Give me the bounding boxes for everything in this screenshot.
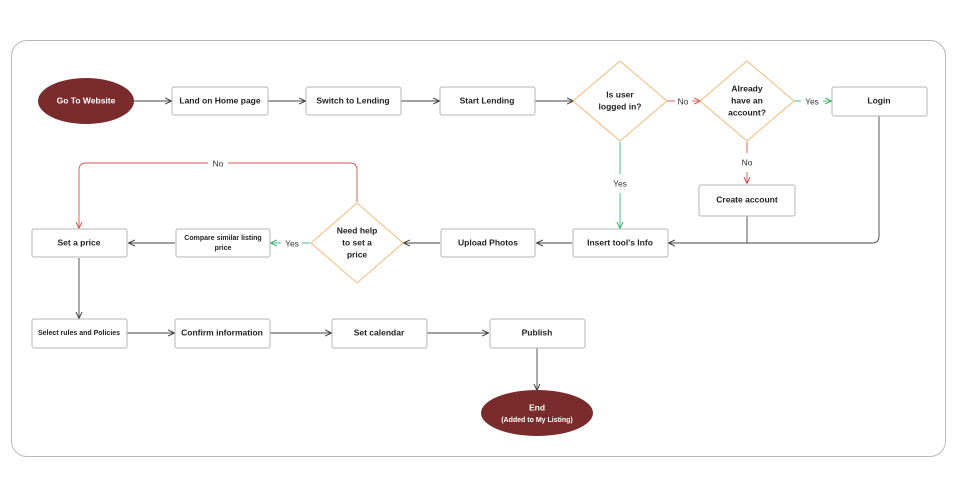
edge-needhelp-no-a [228, 162, 358, 202]
node-set-calendar-label: Set calendar [354, 327, 405, 337]
node-is-logged-in-line2: logged in? [599, 101, 642, 111]
node-login-label: Login [867, 95, 890, 105]
node-is-logged-in-line1: Is user [606, 89, 634, 99]
node-already-account-line3: account? [728, 107, 766, 117]
node-compare-similar: Compare similar listing price [175, 228, 271, 258]
node-already-account: Already have an account? [699, 60, 795, 142]
node-land-home: Land on Home page [171, 86, 269, 116]
node-start-lending: Start Lending [439, 86, 536, 116]
node-publish-label: Publish [522, 327, 553, 337]
node-switch-lending: Switch to Lending [305, 86, 402, 116]
node-go-to-website-label: Go To Website [57, 95, 116, 105]
label-no-need-help: No [213, 158, 224, 168]
node-compare-similar-line2: price [215, 245, 232, 252]
node-end-line2: (Added to My Listing) [501, 417, 573, 424]
node-login: Login [831, 86, 928, 117]
node-need-help-line3: price [347, 249, 368, 259]
terminal-end-shape [481, 390, 593, 436]
node-set-calendar: Set calendar [331, 318, 428, 349]
node-compare-similar-line1: Compare similar listing [184, 235, 261, 242]
node-upload-photos-label: Upload Photos [458, 237, 518, 247]
node-create-account-label: Create account [716, 194, 778, 204]
node-insert-info-label: Insert tool's Info [587, 237, 653, 247]
label-no-logged-in: No [678, 96, 689, 106]
terminal-start-shape [38, 78, 134, 124]
label-yes-account: Yes [805, 96, 819, 106]
node-already-account-line1: Already [731, 83, 762, 93]
label-yes-need-help: Yes [285, 238, 299, 248]
node-set-price-label: Set a price [58, 237, 101, 247]
node-set-price: Set a price [31, 228, 128, 258]
node-need-help-line1: Need help [337, 225, 378, 235]
node-need-help: Need help to set a price [310, 202, 404, 284]
node-select-rules-label: Select rules and Policies [38, 330, 120, 337]
node-already-account-line2: have an [731, 95, 763, 105]
edge-labels: No Yes No Yes Yes No [213, 96, 819, 248]
label-yes-logged-in: Yes [613, 178, 627, 188]
node-insert-info: Insert tool's Info [572, 228, 669, 258]
node-need-help-line2: to set a [342, 237, 372, 247]
node-go-to-website: Go To Website [38, 78, 134, 124]
node-land-home-label: Land on Home page [179, 95, 261, 105]
node-upload-photos: Upload Photos [440, 228, 536, 258]
node-is-logged-in: Is user logged in? [572, 60, 668, 142]
node-select-rules: Select rules and Policies [31, 318, 128, 349]
label-no-account: No [742, 157, 753, 167]
node-publish: Publish [489, 318, 586, 349]
edge-login-insert [669, 116, 880, 243]
node-switch-lending-label: Switch to Lending [316, 95, 389, 105]
node-start-lending-label: Start Lending [460, 95, 515, 105]
node-end: End (Added to My Listing) [481, 390, 593, 436]
node-end-line1: End [529, 402, 545, 412]
node-create-account: Create account [698, 184, 796, 217]
edge-needhelp-no-b [79, 162, 208, 228]
node-confirm-info-label: Confirm information [181, 327, 263, 337]
node-confirm-info: Confirm information [174, 318, 271, 349]
connectors [79, 101, 880, 390]
